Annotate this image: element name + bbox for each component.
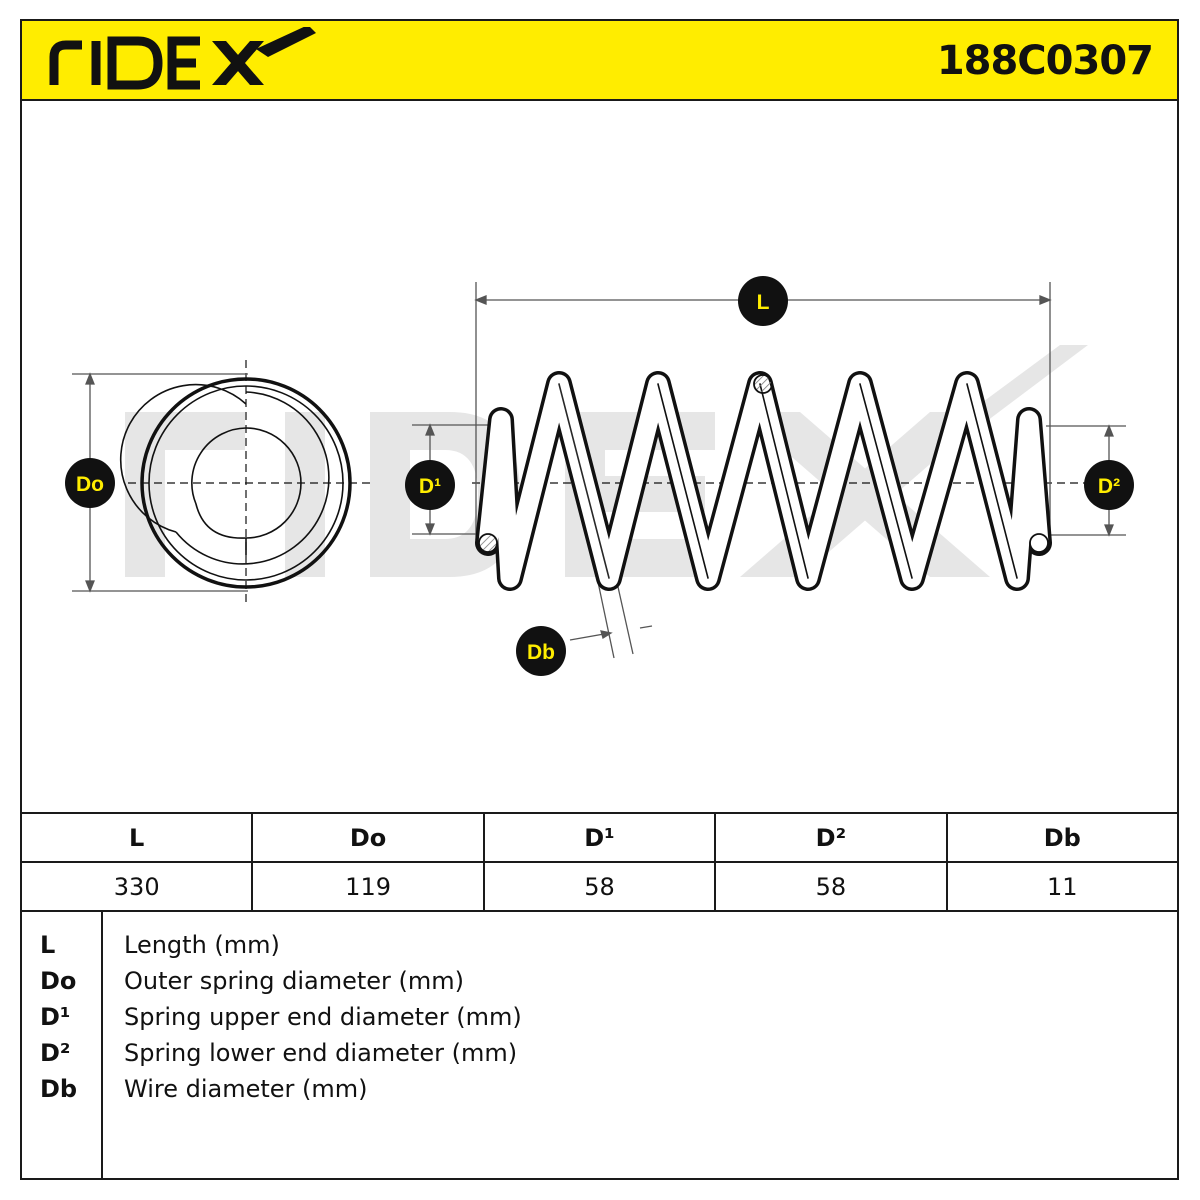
label-badge-d2: D² bbox=[1084, 460, 1134, 510]
legend-desc: Wire diameter (mm) bbox=[124, 1075, 368, 1103]
legend-item: L Length (mm) bbox=[20, 927, 1179, 963]
part-number: 188C0307 bbox=[936, 38, 1154, 84]
legend-desc: Spring upper end diameter (mm) bbox=[124, 1003, 522, 1031]
legend-item: Do Outer spring diameter (mm) bbox=[20, 963, 1179, 999]
legend-item: Db Wire diameter (mm) bbox=[20, 1071, 1179, 1107]
spec-value-do: 119 bbox=[251, 861, 485, 912]
legend-key: L bbox=[40, 931, 56, 959]
spec-header-d1: D¹ bbox=[482, 812, 717, 863]
spec-header-do: Do bbox=[251, 812, 485, 863]
spec-table-value-row: 330 119 58 58 11 bbox=[19, 861, 1180, 912]
legend-key: D¹ bbox=[40, 1003, 71, 1031]
legend-divider bbox=[101, 911, 103, 1180]
spec-header-db: Db bbox=[945, 812, 1180, 863]
legend: L Length (mm) Do Outer spring diameter (… bbox=[20, 911, 1179, 1180]
label-do: Do bbox=[76, 473, 104, 496]
label-l: L bbox=[757, 291, 770, 314]
label-badge-do: Do bbox=[65, 458, 115, 508]
label-d2: D² bbox=[1098, 475, 1120, 498]
spring-coil bbox=[475, 371, 1052, 591]
spec-header-d2: D² bbox=[714, 812, 948, 863]
legend-desc: Spring lower end diameter (mm) bbox=[124, 1039, 518, 1067]
spec-value-l: 330 bbox=[19, 861, 254, 912]
label-d1: D¹ bbox=[419, 475, 441, 498]
ridex-logo bbox=[49, 27, 316, 90]
spec-header-l: L bbox=[19, 812, 254, 863]
spec-table: L Do D¹ D² Db 330 119 58 58 11 bbox=[19, 812, 1180, 912]
label-badge-db: Db bbox=[516, 626, 566, 676]
spec-value-d1: 58 bbox=[482, 861, 717, 912]
label-badge-d1: D¹ bbox=[405, 460, 455, 510]
legend-desc: Outer spring diameter (mm) bbox=[124, 967, 465, 995]
spec-value-d2: 58 bbox=[714, 861, 948, 912]
spring-diagram: Do L D¹ D² Db bbox=[65, 276, 1134, 676]
spec-table-header-row: L Do D¹ D² Db bbox=[19, 812, 1180, 863]
legend-desc: Length (mm) bbox=[124, 931, 280, 959]
db-dimension bbox=[569, 577, 653, 659]
legend-item: D¹ Spring upper end diameter (mm) bbox=[20, 999, 1179, 1035]
legend-key: Do bbox=[40, 967, 77, 995]
legend-item: D² Spring lower end diameter (mm) bbox=[20, 1035, 1179, 1071]
spec-value-db: 11 bbox=[945, 861, 1180, 912]
legend-key: D² bbox=[40, 1039, 71, 1067]
legend-key: Db bbox=[40, 1075, 78, 1103]
label-db: Db bbox=[527, 641, 555, 664]
label-badge-l: L bbox=[738, 276, 788, 326]
header-bar: 188C0307 bbox=[20, 19, 1179, 101]
